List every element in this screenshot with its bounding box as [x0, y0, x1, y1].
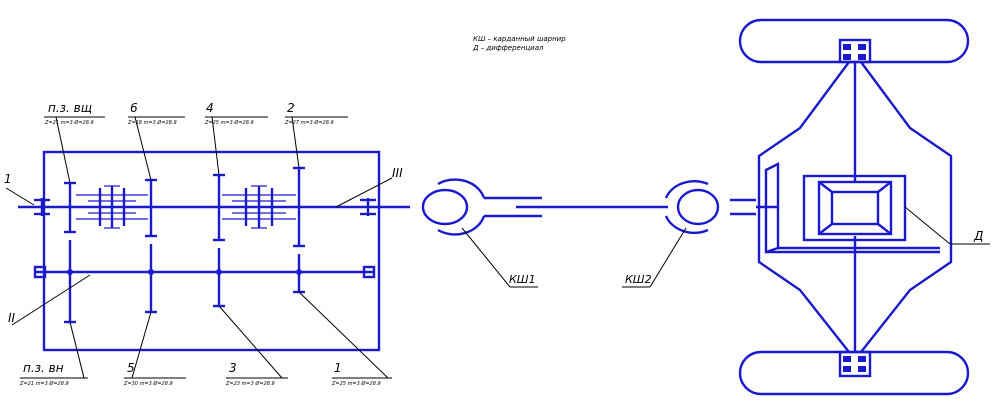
- label-roman-iii: III: [392, 166, 403, 180]
- axle-housing: [757, 61, 953, 353]
- cardan-yoke-1-top: [437, 178, 486, 199]
- label-pz-vsh: п.з. вщ: [48, 101, 92, 115]
- spec-1-bottom: Z=25 m=3 Ø=28.9: [331, 380, 381, 387]
- spec-pz-vn: Z=21 m=3 Ø=28.9: [19, 380, 69, 387]
- synchronizer-right: [222, 185, 296, 229]
- label-1-bottom: 1: [334, 361, 342, 375]
- label-d: Д: [973, 229, 983, 243]
- spec-4: Z=25 m=3 Ø=28.9: [204, 119, 254, 126]
- cardan-drive: КШ1 КШ2: [421, 178, 756, 288]
- bearing-right-counter: [362, 265, 376, 279]
- spec-3: Z=23 m=3 Ø=28.9: [225, 380, 275, 387]
- bearing-left-main: [34, 198, 50, 216]
- label-ksh1: КШ1: [509, 273, 536, 286]
- spec-pz-vsh: Z=21 m=3 Ø=28.9: [44, 119, 94, 126]
- label-roman-ii: II: [8, 311, 16, 325]
- bearing-right-main: [360, 198, 376, 216]
- label-pz-vn: п.з. вн: [23, 361, 64, 375]
- label-5: 5: [127, 361, 135, 375]
- gearbox-labels: п.з. вщ Z=21 m=3 Ø=28.9 6 Z=18 m=3 Ø=28.…: [4, 101, 403, 387]
- gear-pz-vn-counter: [64, 240, 76, 324]
- bearing-left-counter: [33, 265, 47, 279]
- legend-line-2: Д – дифференциал: [472, 44, 544, 52]
- spec-5: Z=30 m=3 Ø=28.9: [123, 380, 173, 387]
- hub-top: [838, 38, 872, 64]
- final-drive: [756, 162, 940, 254]
- differential: [802, 174, 907, 242]
- hub-bottom: [838, 350, 872, 378]
- label-6: 6: [130, 101, 138, 115]
- label-4: 4: [206, 101, 214, 115]
- wheel-bottom: [738, 350, 970, 396]
- gearbox: [18, 150, 410, 352]
- gear-5-counter: [145, 244, 157, 314]
- gear-3-counter: [213, 248, 225, 308]
- label-2: 2: [287, 101, 295, 115]
- legend-line-1: КШ – карданный шарнир: [473, 35, 566, 43]
- drive-axle: Д: [738, 18, 990, 396]
- label-ksh2: КШ2: [625, 273, 652, 286]
- label-1-left: 1: [4, 172, 12, 186]
- gearbox-housing: [42, 150, 381, 352]
- spec-6: Z=18 m=3 Ø=28.9: [127, 119, 177, 126]
- spec-2: Z=27 m=3 Ø=28.9: [284, 119, 334, 126]
- label-3: 3: [229, 361, 237, 375]
- cardan-joint-1: [421, 188, 469, 226]
- synchronizer-left: [76, 185, 148, 229]
- cardan-joint-2: [676, 188, 720, 226]
- legend: КШ – карданный шарнир Д – дифференциал: [472, 35, 566, 52]
